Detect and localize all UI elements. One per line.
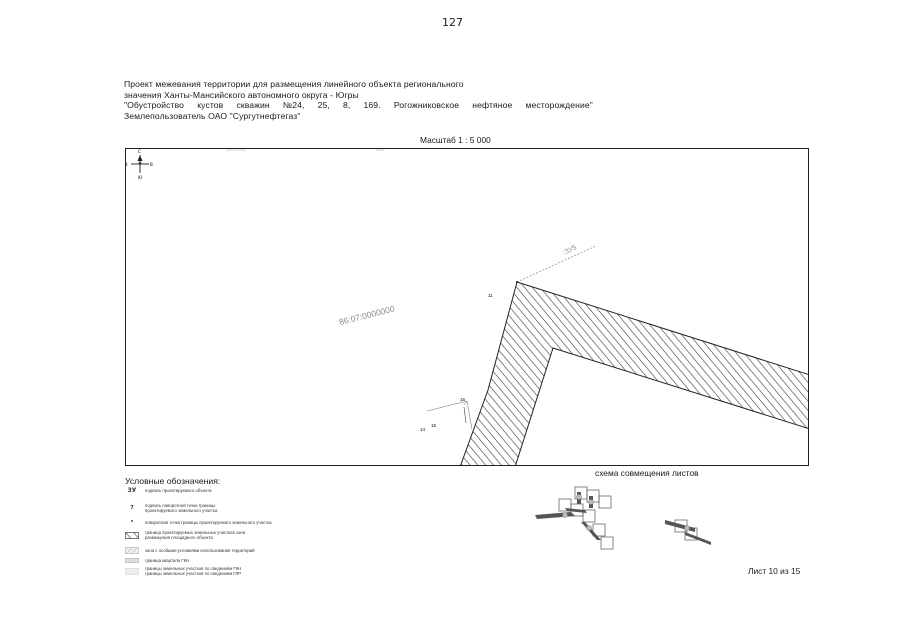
legend-item-turning-point: • поворотная точка границы проектируемог… [125, 519, 272, 526]
header-word: месторождение" [525, 100, 593, 111]
header-line-3: "Обустройство кустов скважин №24, 25, 8,… [124, 100, 593, 111]
compass-e: В [150, 162, 153, 167]
legend-symbol-dots [125, 567, 139, 575]
legend-text: граница проектируемых земельных участков… [145, 530, 245, 540]
legend-text: границы земельных участков по сведениям … [145, 566, 242, 576]
legend-symbol-line [125, 557, 139, 564]
legend-text: зона с особыми условиями использования т… [145, 548, 255, 553]
legend-item-quarter-boundary: граница квартала ГКН [125, 557, 189, 564]
sheet-scheme-title: схема совмещения листов [595, 468, 699, 478]
header-word: "Обустройство [124, 100, 185, 111]
legend-item-object-label: ЗУ подпись проектируемого объекта [125, 487, 212, 494]
point-label-15: 15 [431, 423, 437, 428]
legend-symbol-text: ЗУ [127, 487, 137, 494]
header-word: 25, [317, 100, 330, 111]
legend-item-gkn-glr: границы земельных участков по сведениям … [125, 566, 255, 576]
sheet-layout-scheme [535, 486, 711, 550]
map-frame: С З В Ю :ЗУ5 86:07:0000000 11 14 15 16 [125, 148, 809, 466]
header-word: кустов [197, 100, 224, 111]
cadastral-quarter-label: 86:07:0000000 [338, 303, 396, 326]
legend-symbol: ЗУ [125, 487, 139, 494]
legend-symbol-hatch [125, 531, 139, 539]
legend-text: поворотная точка границы проектируемого … [145, 520, 272, 525]
header-word: 169. [363, 100, 381, 111]
legend-item-special-zone: зона с особыми условиями использования т… [125, 547, 255, 554]
land-parcel-zu5 [460, 281, 808, 465]
legend-text: граница квартала ГКН [145, 558, 190, 563]
map-canvas: С З В Ю :ЗУ5 86:07:0000000 11 14 15 16 [126, 149, 808, 465]
point-label-14: 14 [420, 427, 426, 432]
header-line-4: Землепользователь ОАО "Сургутнефтегаз" [124, 110, 301, 121]
page-number: 127 [442, 16, 463, 29]
legend-symbol-text: 7 [130, 504, 134, 511]
point-label-11: 11 [488, 293, 493, 298]
header-word: 8, [343, 100, 351, 111]
compass-n: С [138, 149, 141, 154]
zu5-label: :ЗУ5 [562, 244, 578, 256]
header-line-1: Проект межевания территории для размещен… [124, 79, 464, 89]
header-line-2: значения Ханты-Мансийского автономного о… [124, 89, 359, 100]
header-word: №24, [282, 100, 305, 111]
legend-symbol-text: • [130, 519, 134, 525]
legend-symbol: • [125, 519, 139, 526]
north-arrow-icon: С З В Ю [126, 149, 153, 180]
legend-text: подпись проектируемого объекта [145, 488, 212, 493]
legend-symbol: 7 [125, 505, 139, 512]
legend-text: подпись поворотной точки границы проекти… [145, 503, 218, 513]
header-word: нефтяное [472, 100, 513, 111]
point-label-16: 16 [460, 397, 466, 402]
header-word: Рогожниковское [393, 100, 460, 111]
compass-s: Ю [138, 175, 143, 180]
header-word: скважин [236, 100, 270, 111]
legend-item-parcel-boundary: граница проектируемых земельных участков… [125, 530, 255, 540]
legend-item-point-label: 7 подпись поворотной точки границы проек… [125, 503, 235, 513]
legend-title: Условные обозначения: [125, 476, 221, 486]
scale-label: Масштаб 1 : 5 000 [420, 135, 491, 145]
document-header: Проект межевания территории для размещен… [124, 79, 604, 121]
compass-w: З [126, 162, 128, 167]
legend-symbol-hatch-light [125, 547, 139, 554]
sheet-number-label: Лист 10 из 15 [748, 566, 801, 576]
